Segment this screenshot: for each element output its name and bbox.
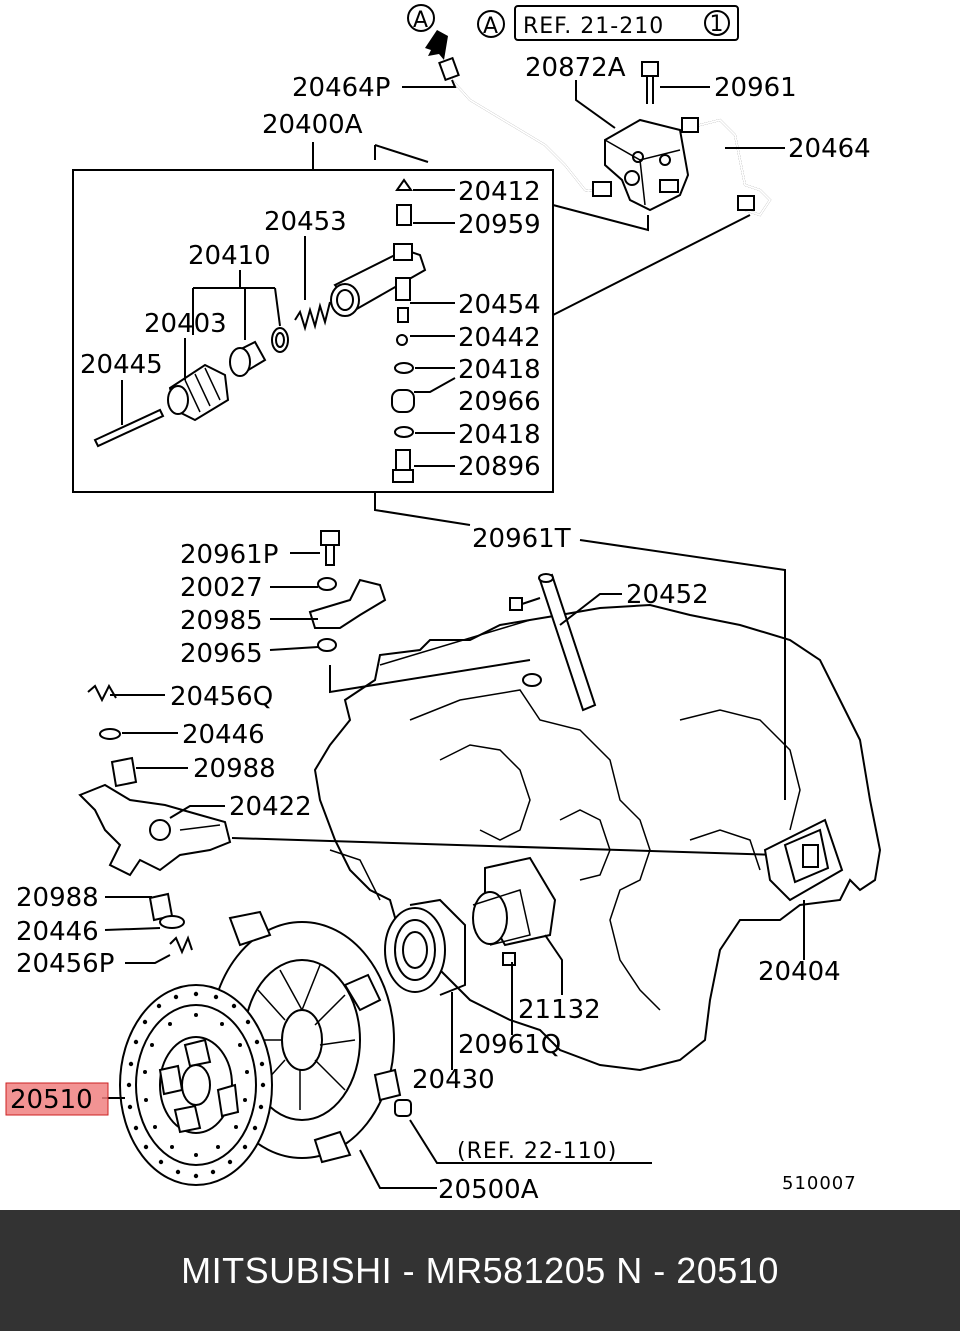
fork-parts <box>78 683 232 955</box>
label-20464: 20464 <box>788 134 871 164</box>
label-20453: 20453 <box>264 207 347 237</box>
label-20418-upper: 20418 <box>458 355 541 385</box>
clutch-disc-20510 <box>119 984 273 1186</box>
label-20410: 20410 <box>188 241 271 271</box>
label-20959: 20959 <box>458 210 541 240</box>
label-20452: 20452 <box>626 580 709 610</box>
label-20961Q: 20961Q <box>458 1030 561 1060</box>
highlight-20510 <box>5 1082 109 1116</box>
label-20872A: 20872A <box>525 53 626 83</box>
ref-top-group: A A REF. 21-210 1 <box>407 4 739 60</box>
ref-top-label: REF. 21-210 <box>523 14 664 39</box>
label-20430: 20430 <box>412 1065 495 1095</box>
label-20988-lower: 20988 <box>16 883 99 913</box>
label-20403: 20403 <box>144 309 227 339</box>
label-20454: 20454 <box>458 290 541 320</box>
bolt-20961T <box>509 597 541 611</box>
footer-bar: MITSUBISHI - MR581205 N - 20510 <box>0 1210 960 1331</box>
label-20442: 20442 <box>458 323 541 353</box>
arrow-icon <box>425 30 448 60</box>
label-20961P: 20961P <box>180 540 278 570</box>
label-20422: 20422 <box>229 792 312 822</box>
label-20464P: 20464P <box>292 73 390 103</box>
label-20412: 20412 <box>458 177 541 207</box>
part-labels: 20464P 20872A 20961 20464 20400A 20412 2… <box>10 53 871 1205</box>
footer-text: MITSUBISHI - MR581205 N - 20510 <box>181 1249 779 1291</box>
master-cylinder-20872A <box>604 61 690 212</box>
label-20988-upper: 20988 <box>193 754 276 784</box>
ref-bottom-label: (REF. 22-110) <box>457 1139 617 1164</box>
image-code: 510007 <box>782 1173 857 1194</box>
label-20985: 20985 <box>180 606 263 636</box>
label-20446-lower: 20446 <box>16 917 99 947</box>
shaft-20452 <box>522 573 597 712</box>
release-bearing-20430 <box>384 898 466 996</box>
bracket-parts <box>308 530 387 652</box>
label-20500A: 20500A <box>438 1175 539 1205</box>
label-20965: 20965 <box>180 639 263 669</box>
label-20961T: 20961T <box>472 524 571 554</box>
label-20456Q: 20456Q <box>170 682 273 712</box>
leader-lines <box>102 79 805 1189</box>
parts-diagram: A A REF. 21-210 1 <box>5 4 882 1205</box>
label-20966: 20966 <box>458 387 541 417</box>
label-20027: 20027 <box>180 573 263 603</box>
label-21132: 21132 <box>518 995 601 1025</box>
label-20445: 20445 <box>80 350 163 380</box>
circle-a-ref: A <box>483 14 499 39</box>
circle-a-upper: A <box>413 8 429 33</box>
pipe-20464 <box>681 117 772 217</box>
boot-20404 <box>763 818 844 902</box>
label-20961: 20961 <box>714 73 797 103</box>
label-20418-lower: 20418 <box>458 420 541 450</box>
label-20456P: 20456P <box>16 949 114 979</box>
ref-top-circle-number: 1 <box>710 12 725 37</box>
label-20400A: 20400A <box>262 110 363 140</box>
label-20404: 20404 <box>758 957 841 987</box>
label-20446-upper: 20446 <box>182 720 265 750</box>
label-20510: 20510 <box>10 1085 93 1115</box>
label-20896: 20896 <box>458 452 541 482</box>
